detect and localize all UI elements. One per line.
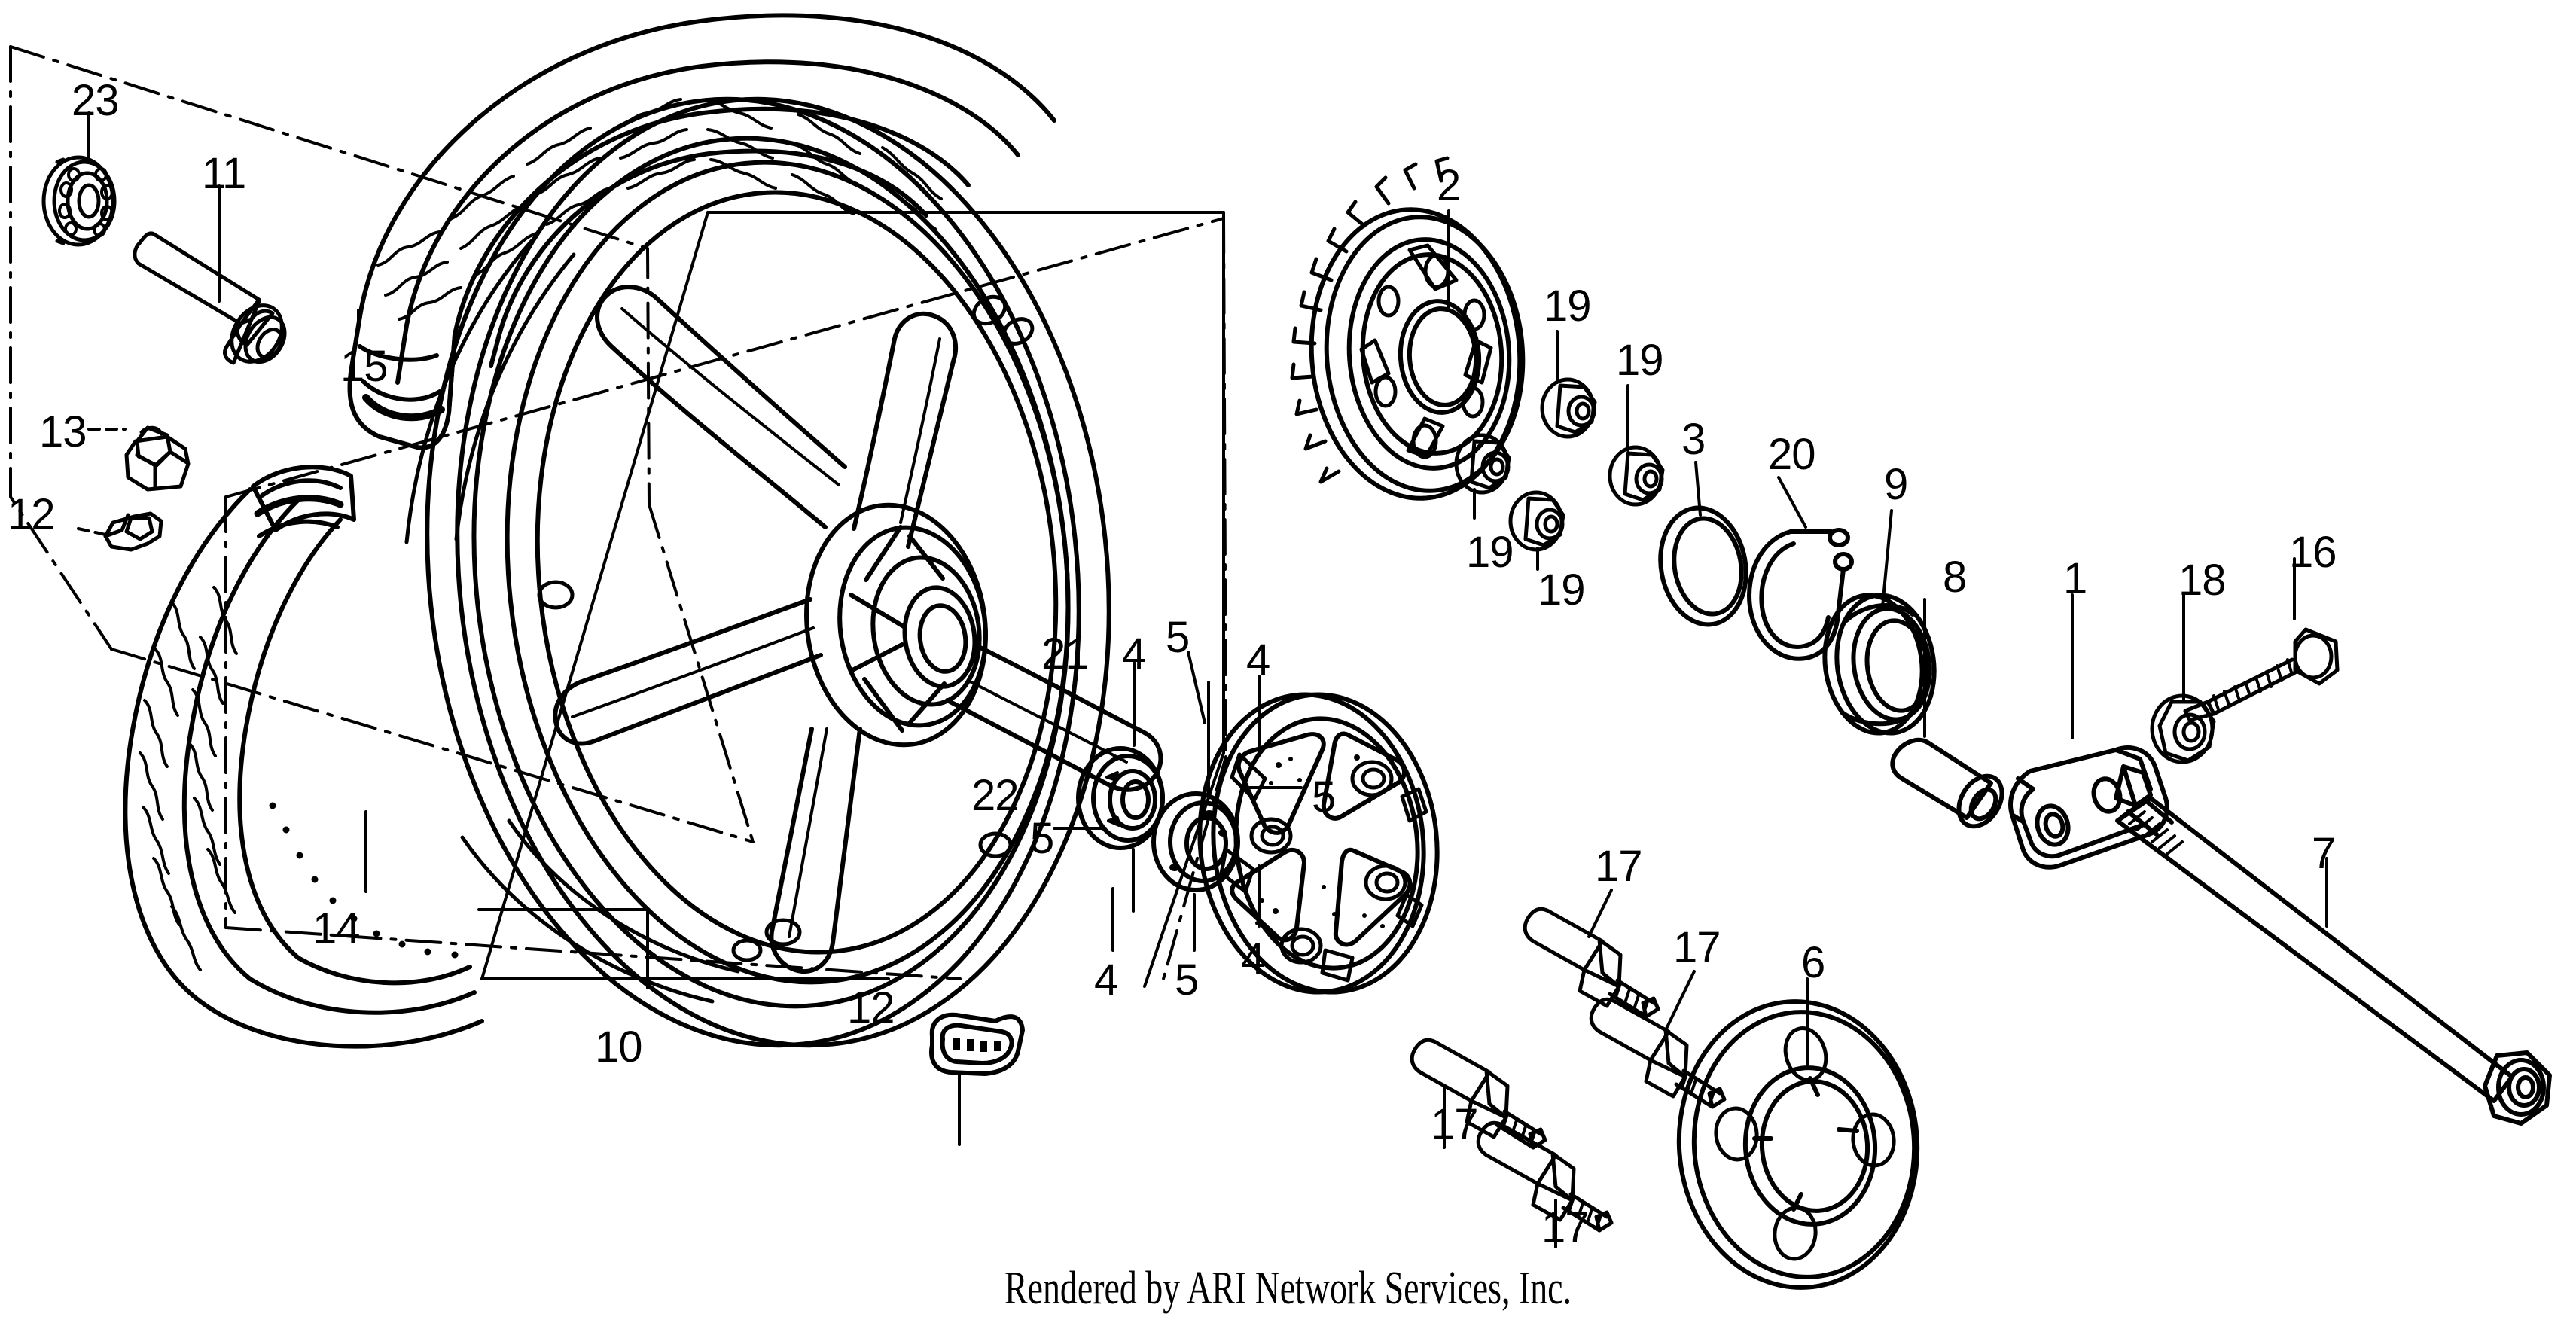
callout-10: 10 bbox=[595, 1023, 643, 1071]
leader-3 bbox=[1694, 461, 1702, 517]
callout-8: 8 bbox=[1943, 553, 1967, 602]
callout-4-bottomright: 4 bbox=[1241, 934, 1265, 983]
callout-4-topright: 4 bbox=[1246, 636, 1270, 684]
leader-20 bbox=[1777, 476, 1807, 529]
callout-20: 20 bbox=[1768, 430, 1816, 479]
part-7-rear-axle bbox=[2115, 796, 2552, 1126]
callout-5-top: 5 bbox=[1166, 613, 1190, 662]
callout-18: 18 bbox=[2178, 556, 2227, 605]
part-22-ball-bearing bbox=[1076, 746, 1165, 850]
part-9-bearing-retainer bbox=[1822, 593, 1937, 736]
leader-17a bbox=[1587, 889, 1613, 938]
callout-19-c: 19 bbox=[1466, 528, 1514, 577]
callout-17-a: 17 bbox=[1595, 842, 1643, 891]
part-14-tire bbox=[123, 465, 484, 1049]
callout-23: 23 bbox=[72, 76, 120, 125]
leader-5a bbox=[1187, 651, 1206, 724]
callout-4-bottomleft: 4 bbox=[1094, 956, 1118, 1004]
callout-22: 22 bbox=[971, 771, 1020, 820]
part-13-valve-stem bbox=[124, 425, 191, 492]
callout-5-bottom: 5 bbox=[1175, 956, 1199, 1004]
callout-12-left: 12 bbox=[8, 490, 56, 539]
callout-16: 16 bbox=[2289, 528, 2337, 577]
part-6-side-collar-plate bbox=[1676, 999, 1920, 1290]
leader-12a bbox=[77, 527, 107, 536]
callout-21: 21 bbox=[1041, 629, 1090, 678]
part-20-snap-ring bbox=[1747, 528, 1854, 661]
leader-17b bbox=[1664, 970, 1696, 1032]
wheel-frame-bracket bbox=[480, 211, 1225, 988]
callout-17-c: 17 bbox=[1431, 1100, 1479, 1149]
part-12a-rim-lock bbox=[103, 511, 163, 552]
footer-attribution: Rendered by ARI Network Services, Inc. bbox=[1004, 1263, 1572, 1314]
part-8-distance-collar bbox=[1890, 737, 2004, 829]
leader-10 bbox=[477, 908, 649, 989]
callout-12-bottom: 12 bbox=[847, 983, 895, 1032]
part-19-sprocket-nuts bbox=[1454, 377, 1665, 552]
part-10-wheel-rim-assembly bbox=[404, 96, 1163, 1048]
callout-1: 1 bbox=[2063, 554, 2087, 603]
callout-5-left: 5 bbox=[1030, 814, 1054, 863]
callout-15: 15 bbox=[340, 342, 389, 391]
part-11-axle-collar-pin bbox=[133, 231, 287, 365]
part-1-chain-adjuster bbox=[2008, 745, 2169, 870]
callout-2: 2 bbox=[1437, 161, 1461, 210]
callout-9: 9 bbox=[1884, 460, 1908, 509]
part-15-inner-tube bbox=[347, 13, 1056, 450]
callout-11: 11 bbox=[202, 149, 246, 198]
callout-5-right: 5 bbox=[1312, 773, 1336, 822]
part-2-driven-sprocket bbox=[1290, 156, 1526, 501]
callout-17-d: 17 bbox=[1541, 1203, 1590, 1252]
part-17-stud-bolts bbox=[1410, 907, 1727, 1233]
callout-3: 3 bbox=[1681, 415, 1706, 464]
part-3-o-ring bbox=[1658, 505, 1748, 627]
part-12b-balance-weight bbox=[929, 1012, 1025, 1076]
callout-19-a: 19 bbox=[1544, 282, 1592, 331]
leader-9 bbox=[1881, 509, 1893, 608]
callout-19-d: 19 bbox=[1538, 565, 1586, 614]
group-box-bearing-pin bbox=[9, 45, 755, 843]
callout-7: 7 bbox=[2312, 829, 2336, 878]
callout-13: 13 bbox=[39, 407, 87, 456]
callout-14: 14 bbox=[312, 904, 361, 953]
callout-4-topleft: 4 bbox=[1122, 629, 1146, 678]
callout-6: 6 bbox=[1801, 938, 1825, 987]
callout-19-b: 19 bbox=[1616, 336, 1664, 385]
part-4-5-damper-assembly bbox=[1197, 692, 1440, 995]
part-16-adjuster-bolt bbox=[2183, 627, 2340, 722]
callout-17-b: 17 bbox=[1673, 923, 1721, 972]
part-23-wheel-bearing bbox=[41, 155, 117, 247]
